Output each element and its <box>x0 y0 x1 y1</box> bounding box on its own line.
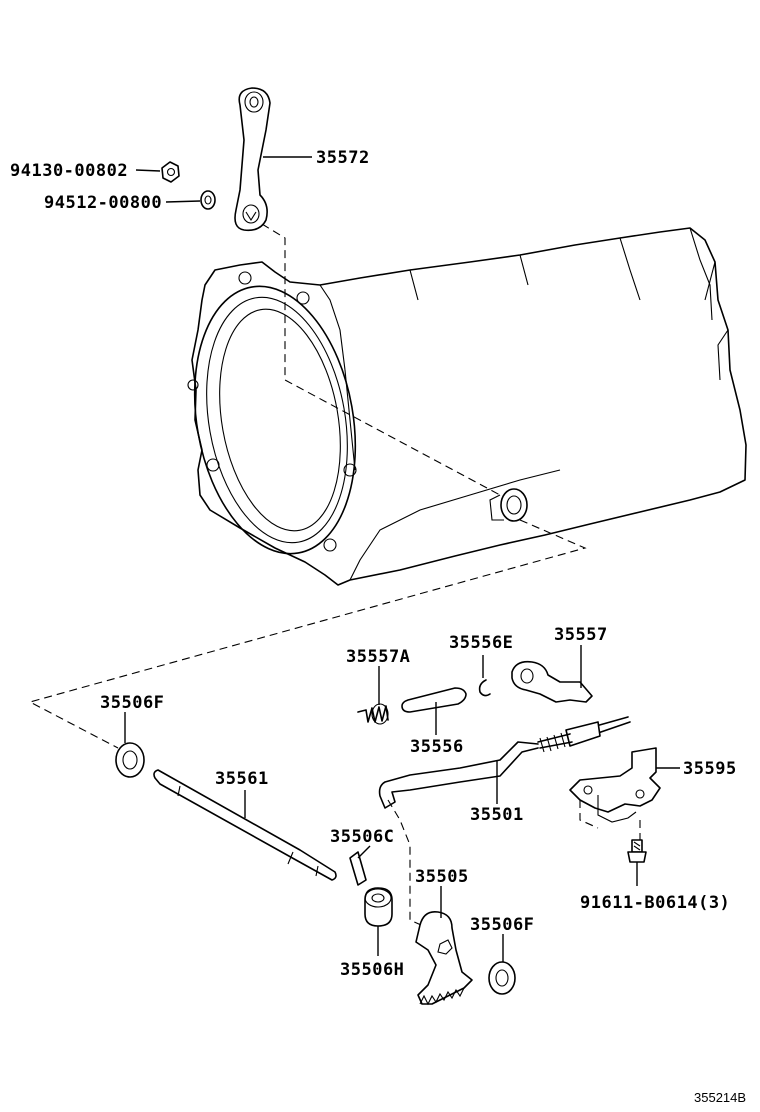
pin-35556-drawing <box>401 687 467 713</box>
label-94512-00800[interactable]: 94512-00800 <box>44 193 162 213</box>
label-35506C[interactable]: 35506C <box>330 827 394 847</box>
part-labels: 94130-00802 94512-00800 35572 35557A 355… <box>10 148 737 980</box>
label-35595[interactable]: 35595 <box>683 759 737 779</box>
spring-35557A-drawing <box>357 703 389 725</box>
leader-lines <box>124 156 680 962</box>
label-35506H[interactable]: 35506H <box>340 960 404 980</box>
oil-seal-35506F-bottom-drawing <box>488 961 516 995</box>
label-35572[interactable]: 35572 <box>316 148 370 168</box>
transmission-case-drawing <box>187 227 747 586</box>
pin-35506C-drawing <box>349 851 367 886</box>
label-94130-00802[interactable]: 94130-00802 <box>10 161 128 181</box>
manual-valve-lever-35505-drawing <box>415 910 473 1006</box>
label-35557[interactable]: 35557 <box>554 625 608 645</box>
label-35505[interactable]: 35505 <box>415 867 469 887</box>
label-35501[interactable]: 35501 <box>470 805 524 825</box>
detent-lever-35557-drawing <box>511 660 593 703</box>
label-35506F-top[interactable]: 35506F <box>100 693 164 713</box>
label-35561[interactable]: 35561 <box>215 769 269 789</box>
assembly-guide-lines <box>28 223 641 931</box>
oil-seal-35506F-top-drawing <box>115 742 145 778</box>
bolt-91611-drawing <box>627 839 647 863</box>
washer-94512-drawing <box>200 190 216 210</box>
bracket-35595-drawing <box>569 747 661 829</box>
label-35556[interactable]: 35556 <box>410 737 464 757</box>
label-35556E[interactable]: 35556E <box>449 633 513 653</box>
label-35506F-bottom[interactable]: 35506F <box>470 915 534 935</box>
label-35557A[interactable]: 35557A <box>346 647 410 667</box>
shaft-35561-drawing <box>153 769 337 881</box>
diagram-code: 355214B <box>694 1090 746 1105</box>
nut-94130-drawing <box>161 161 180 183</box>
shift-lever-35572-drawing <box>234 87 271 232</box>
label-91611-B0614[interactable]: 91611-B0614(3) <box>580 893 730 913</box>
control-cable-35501-drawing <box>378 716 631 809</box>
bushing-35506H-drawing <box>364 887 393 927</box>
e-ring-35556E-drawing <box>478 679 491 697</box>
